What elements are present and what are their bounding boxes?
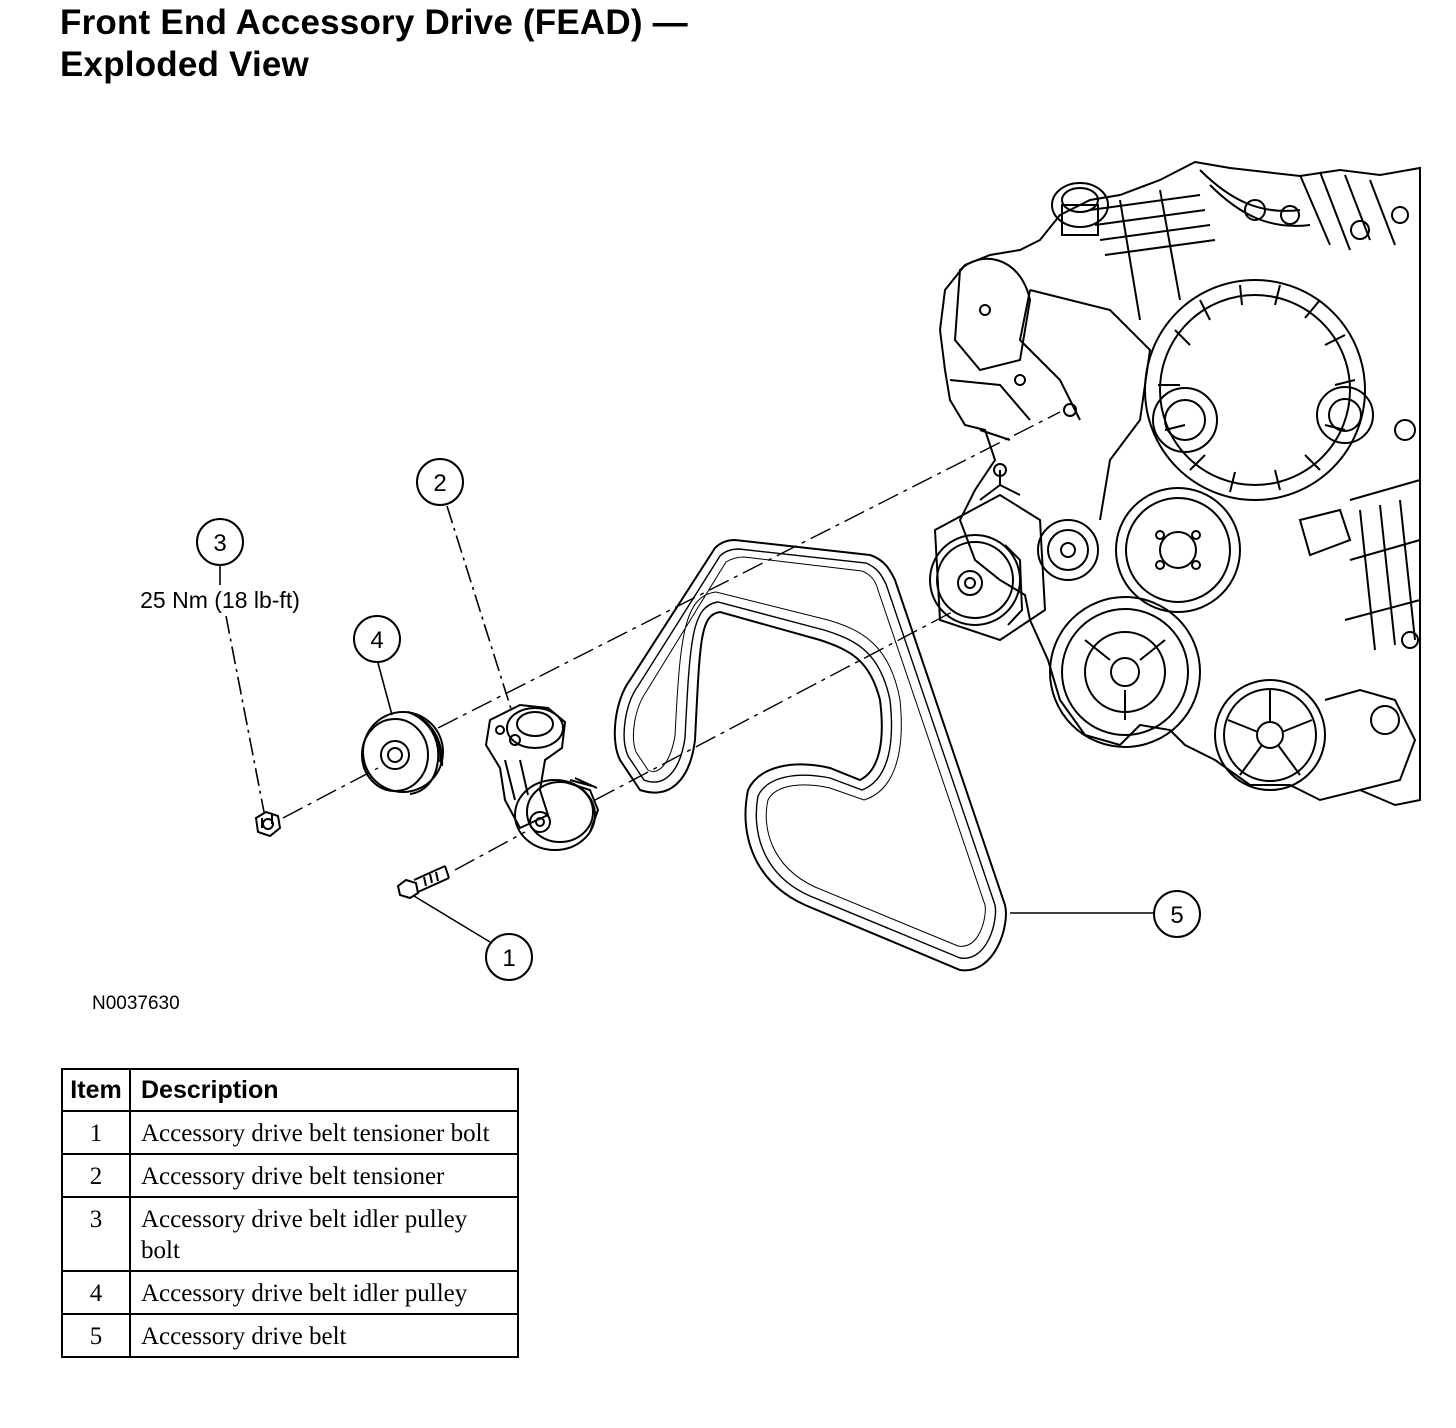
idler-pulley xyxy=(361,711,444,795)
callout-4: 4 xyxy=(353,615,401,663)
callout-leaders xyxy=(219,505,1155,943)
callout-3: 3 xyxy=(196,518,244,566)
item-description: Accessory drive belt tensioner xyxy=(129,1153,519,1198)
svg-text:4: 4 xyxy=(370,627,383,654)
item-number: 2 xyxy=(61,1153,131,1198)
svg-text:5: 5 xyxy=(1170,902,1183,929)
table-row: 3 Accessory drive belt idler pulley bolt xyxy=(61,1196,519,1272)
accessory-drive-belt xyxy=(613,538,1007,972)
table-row: 1 Accessory drive belt tensioner bolt xyxy=(61,1110,519,1155)
item-number: 1 xyxy=(61,1110,131,1155)
header-description: Description xyxy=(129,1068,519,1112)
legend-table: Item Description 1 Accessory drive belt … xyxy=(61,1068,519,1358)
table-row: 5 Accessory drive belt xyxy=(61,1313,519,1358)
legend-header-row: Item Description xyxy=(61,1068,519,1112)
fead-exploded-diagram: 1 2 3 4 5 25 Nm (18 lb-ft) N0037630 xyxy=(92,160,1421,1014)
callout-1: 1 xyxy=(485,933,533,981)
svg-text:2: 2 xyxy=(433,470,446,497)
item-description: Accessory drive belt idler pulley xyxy=(129,1270,519,1315)
header-item: Item xyxy=(61,1068,131,1112)
svg-text:3: 3 xyxy=(213,530,226,557)
alignment-centerlines xyxy=(282,411,1061,871)
title-line-1: Front End Accessory Drive (FEAD) — xyxy=(60,3,688,42)
svg-text:1: 1 xyxy=(502,945,515,972)
callout-2: 2 xyxy=(416,458,464,506)
item-number: 5 xyxy=(61,1313,131,1358)
idler-pulley-bolt xyxy=(254,810,282,838)
table-row: 2 Accessory drive belt tensioner xyxy=(61,1153,519,1198)
page-title: Front End Accessory Drive (FEAD) — Explo… xyxy=(60,2,688,86)
table-row: 4 Accessory drive belt idler pulley xyxy=(61,1270,519,1315)
torque-spec: 25 Nm (18 lb-ft) xyxy=(140,587,300,613)
item-number: 4 xyxy=(61,1270,131,1315)
engine-assembly xyxy=(929,160,1421,807)
callout-5: 5 xyxy=(1153,890,1201,938)
item-number: 3 xyxy=(61,1196,131,1272)
item-description: Accessory drive belt tensioner bolt xyxy=(129,1110,519,1155)
item-description: Accessory drive belt idler pulley bolt xyxy=(129,1196,519,1272)
figure-id: N0037630 xyxy=(92,993,180,1014)
item-description: Accessory drive belt xyxy=(129,1313,519,1358)
tensioner-bolt xyxy=(396,865,450,900)
belt-tensioner xyxy=(484,703,600,851)
title-line-2: Exploded View xyxy=(60,45,309,84)
